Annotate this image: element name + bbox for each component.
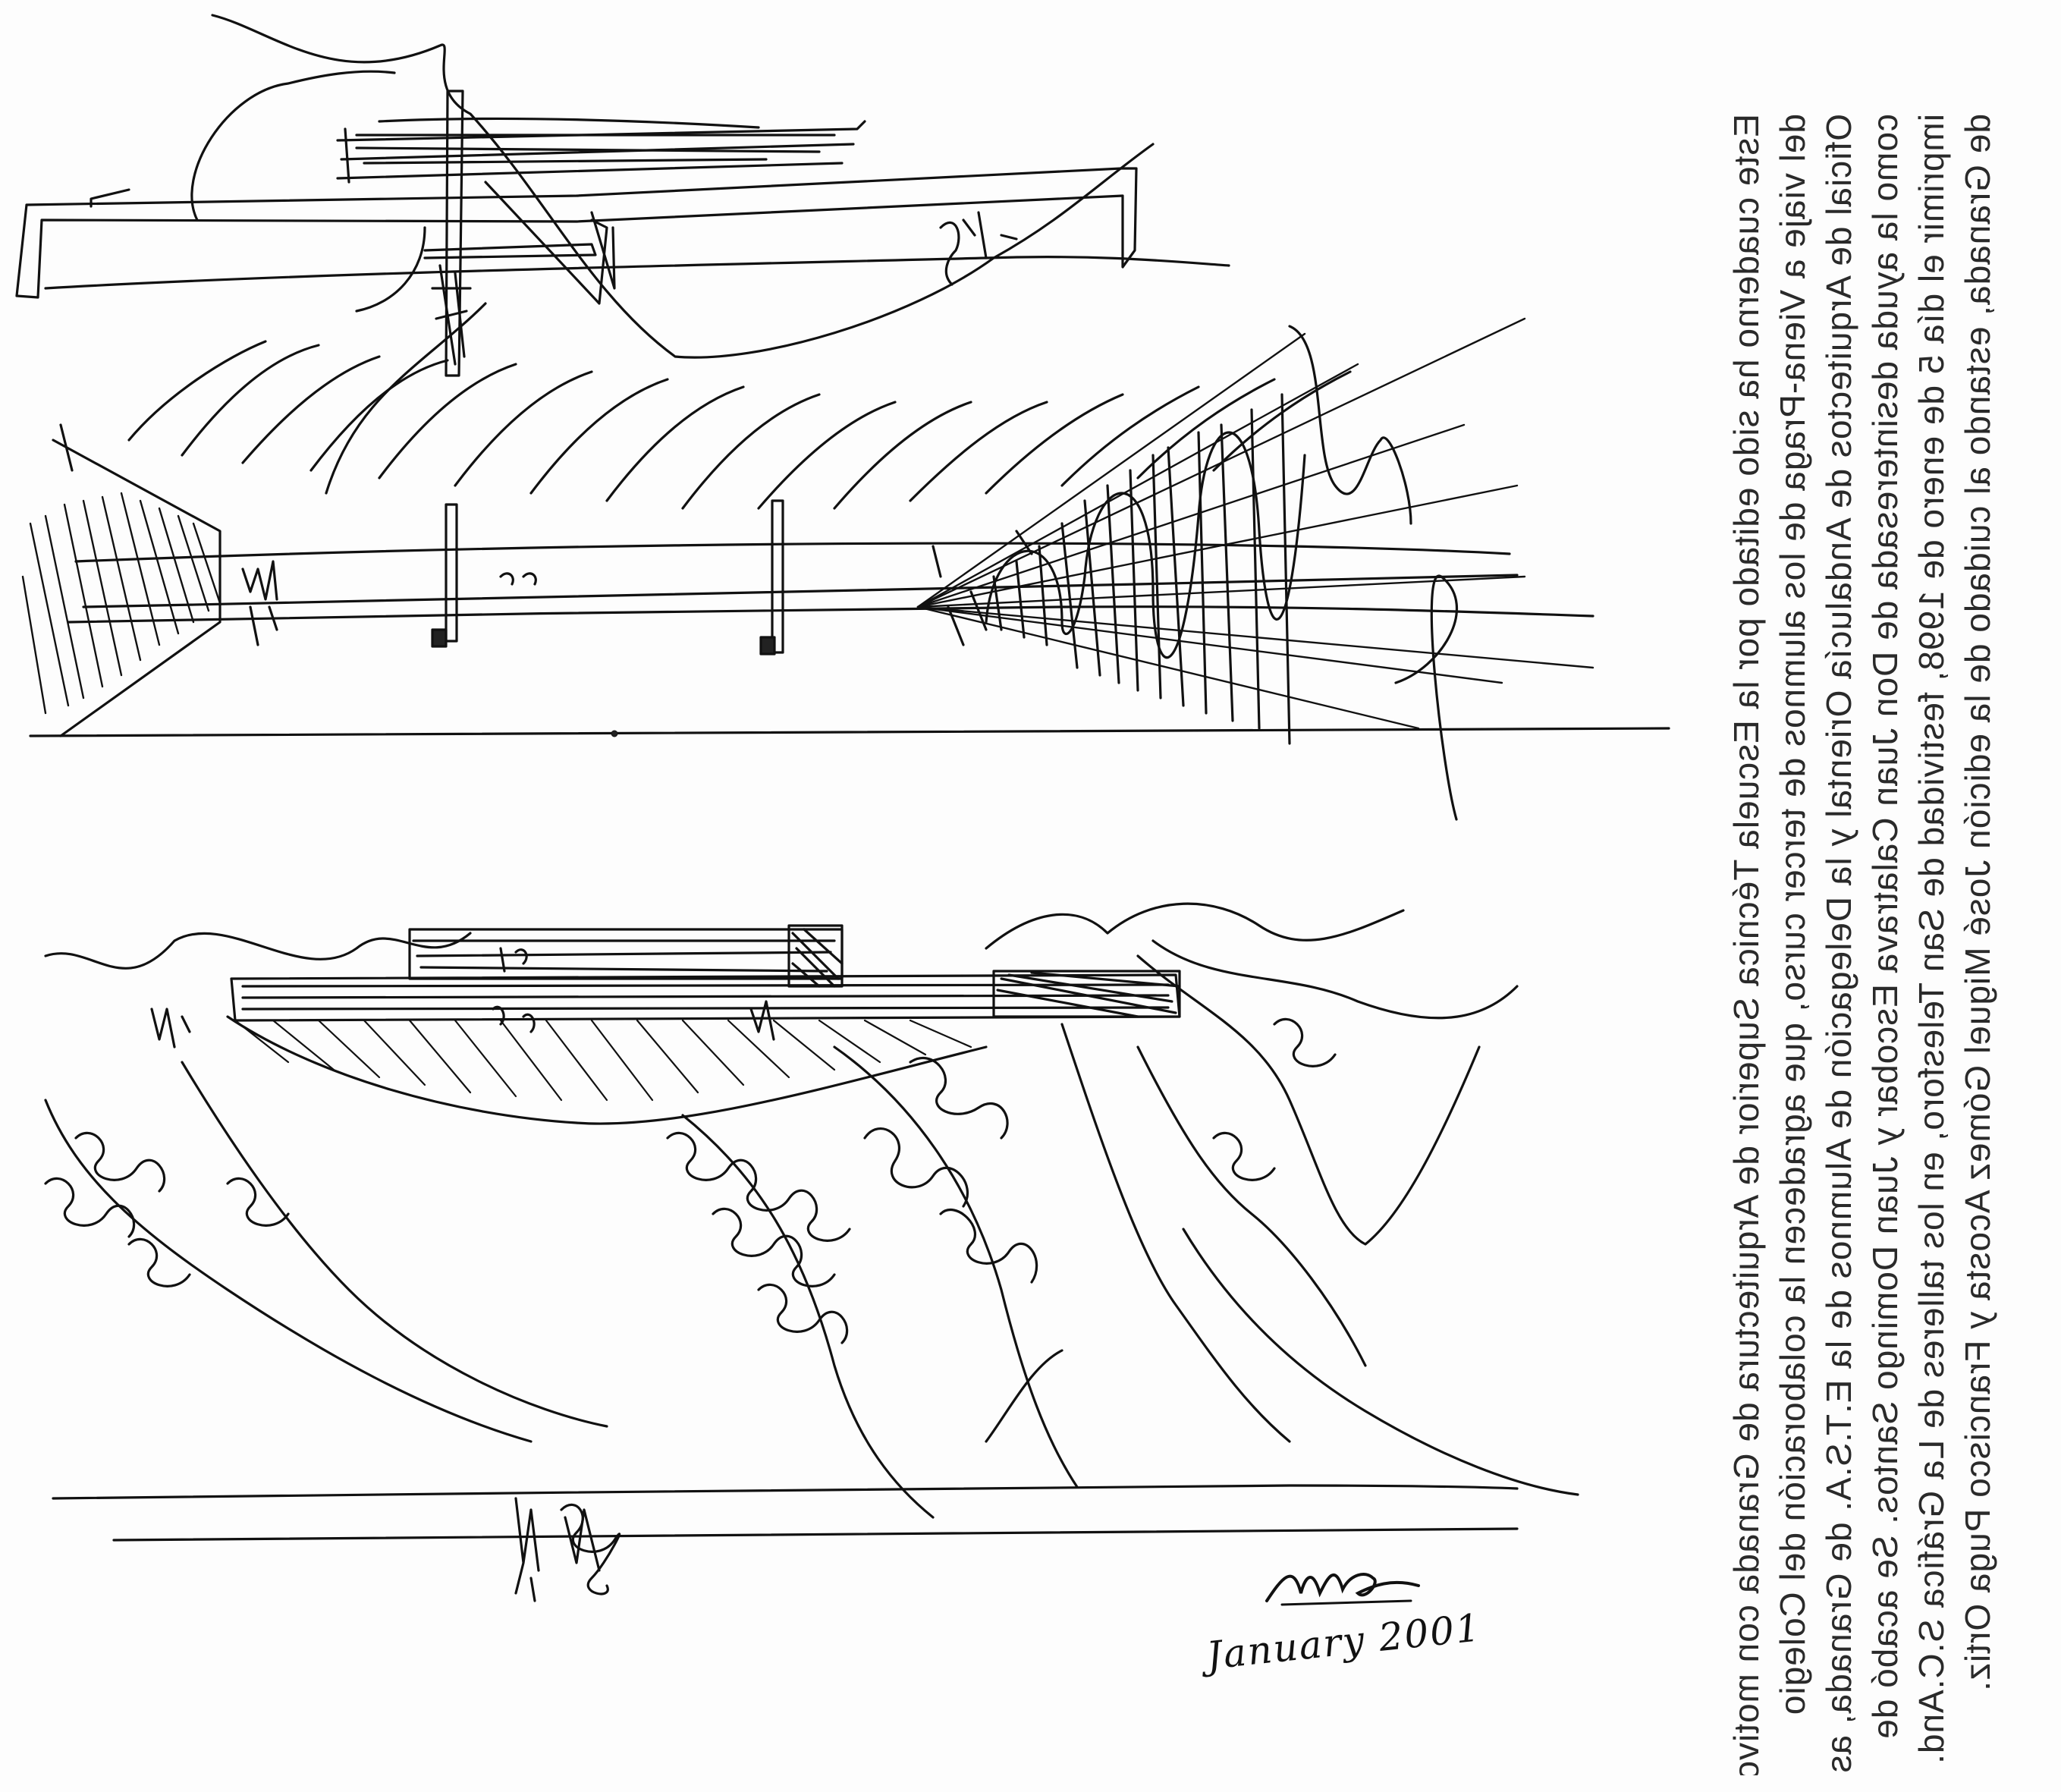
- colophon-line: del viaje a Viena-Praga de los alumnos d…: [1773, 114, 1812, 1716]
- colophon-line: como la ayuda desinteresada de Don Juan …: [1865, 114, 1905, 1740]
- colophon-line: Este cuaderno ha sido editado por la Esc…: [1726, 114, 1766, 1775]
- colophon-line: de Granada, estando al cuidado de la edi…: [1958, 114, 1997, 1692]
- colophon-text-block: Este cuaderno ha sido editado por la Esc…: [1723, 114, 2050, 1775]
- signature-icon: [1265, 1573, 1420, 1606]
- colophon-line: Oficial de Arquitectos de Andalucía Orie…: [1819, 114, 1858, 1775]
- colophon-line: imprimir el día 5 de enero de 1998, fest…: [1912, 114, 1951, 1765]
